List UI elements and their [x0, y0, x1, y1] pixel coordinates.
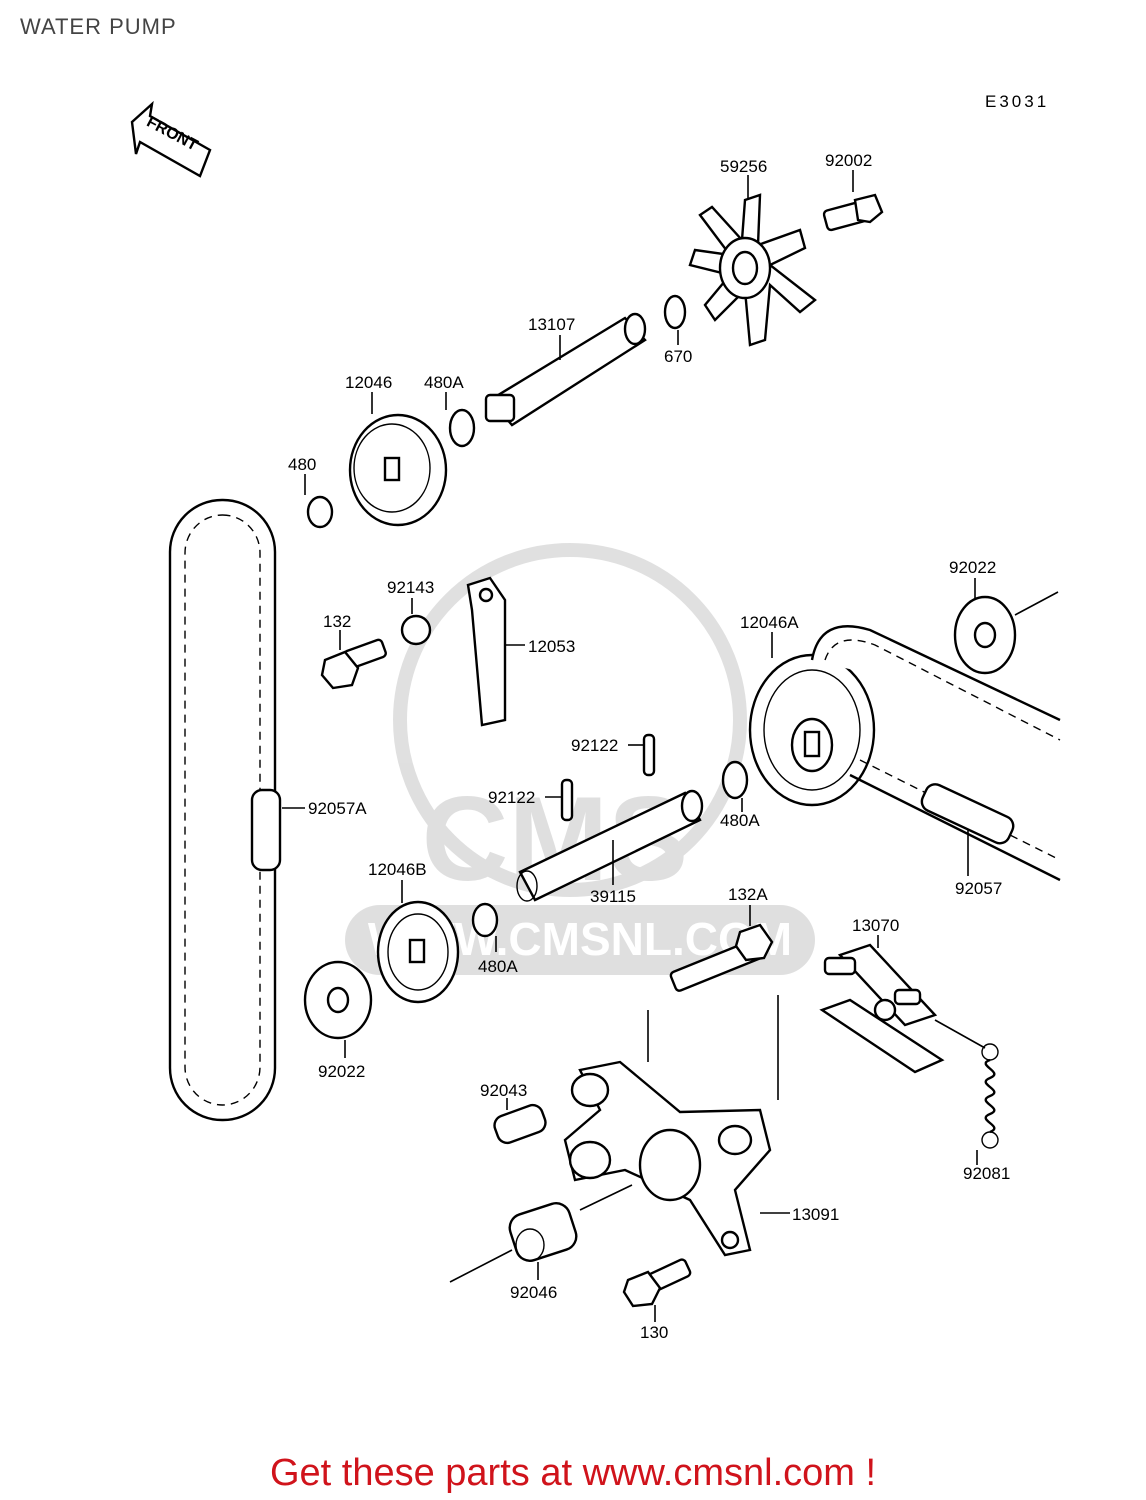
label-92046: 92046: [510, 1283, 557, 1302]
circlip-480a-low-part: [471, 902, 499, 938]
washer-92022-right-part: [953, 595, 1017, 675]
label-670: 670: [664, 347, 692, 366]
footer-link-text[interactable]: Get these parts at www.cmsnl.com !: [269, 1452, 877, 1494]
label-132: 132: [323, 612, 351, 631]
o-ring-670-part: [663, 294, 687, 330]
impeller-part: [688, 193, 817, 347]
tensioner-arm-13091-part: [563, 1060, 772, 1257]
label-92043: 92043: [480, 1081, 527, 1100]
sprocket-shaft-39115-part: [516, 789, 704, 902]
sprocket-12046a-part: [748, 653, 876, 807]
washer-92022-left-part: [303, 960, 373, 1040]
label-480a-low: 480A: [478, 957, 518, 976]
label-92081: 92081: [963, 1164, 1010, 1183]
washer-92143-part: [400, 614, 432, 646]
exploded-parts-diagram: CMS WWW.CMSNL.COM E3031 FRONT: [130, 92, 1061, 1342]
label-59256: 59256: [720, 157, 767, 176]
bolt-132-part: [320, 638, 387, 690]
spring-92081-part: [981, 1043, 999, 1149]
label-132a: 132A: [728, 885, 768, 904]
chain-guide-12053-part: [466, 576, 507, 727]
label-92002: 92002: [825, 151, 872, 170]
page-title: WATER PUMP: [20, 14, 177, 39]
label-13091: 13091: [792, 1205, 839, 1224]
label-12046: 12046: [345, 373, 392, 392]
bolt-132a-part: [669, 923, 774, 992]
circlip-480a-top-part: [448, 408, 476, 448]
chain-loop-left-part: [168, 498, 282, 1122]
pin-92122-lower-part: [560, 778, 574, 822]
label-12046b: 12046B: [368, 860, 427, 879]
circlip-480-part: [306, 495, 334, 529]
label-92143: 92143: [387, 578, 434, 597]
label-13107: 13107: [528, 315, 575, 334]
label-92057: 92057: [955, 879, 1002, 898]
label-92122-lower: 92122: [488, 788, 535, 807]
label-130: 130: [640, 1323, 668, 1342]
collar-92043-part: [493, 1103, 547, 1145]
front-arrow-icon: FRONT: [130, 100, 212, 178]
sprocket-12046b-part: [376, 900, 460, 1004]
label-12053: 12053: [528, 637, 575, 656]
bearing-92046-part: [508, 1202, 578, 1262]
chain-tensioner-13070-part: [819, 943, 945, 1074]
bolt-130-part: [622, 1258, 692, 1308]
chain-right-part: [810, 625, 1061, 882]
label-480: 480: [288, 455, 316, 474]
impeller-shaft-part: [484, 312, 647, 427]
label-480a-mid: 480A: [720, 811, 760, 830]
sprocket-12046-part: [348, 413, 448, 527]
label-12046a: 12046A: [740, 613, 799, 632]
bolt-92002-part: [822, 193, 884, 232]
pin-92122-upper-part: [642, 733, 656, 777]
label-92022-left: 92022: [318, 1062, 365, 1081]
label-92122-upper: 92122: [571, 736, 618, 755]
label-480a-top: 480A: [424, 373, 464, 392]
label-13070: 13070: [852, 916, 899, 935]
label-92022-right: 92022: [949, 558, 996, 577]
label-92057a: 92057A: [308, 799, 367, 818]
circlip-480a-mid-part: [721, 760, 749, 800]
diagram-code: E3031: [985, 92, 1049, 111]
label-39115: 39115: [590, 887, 636, 906]
